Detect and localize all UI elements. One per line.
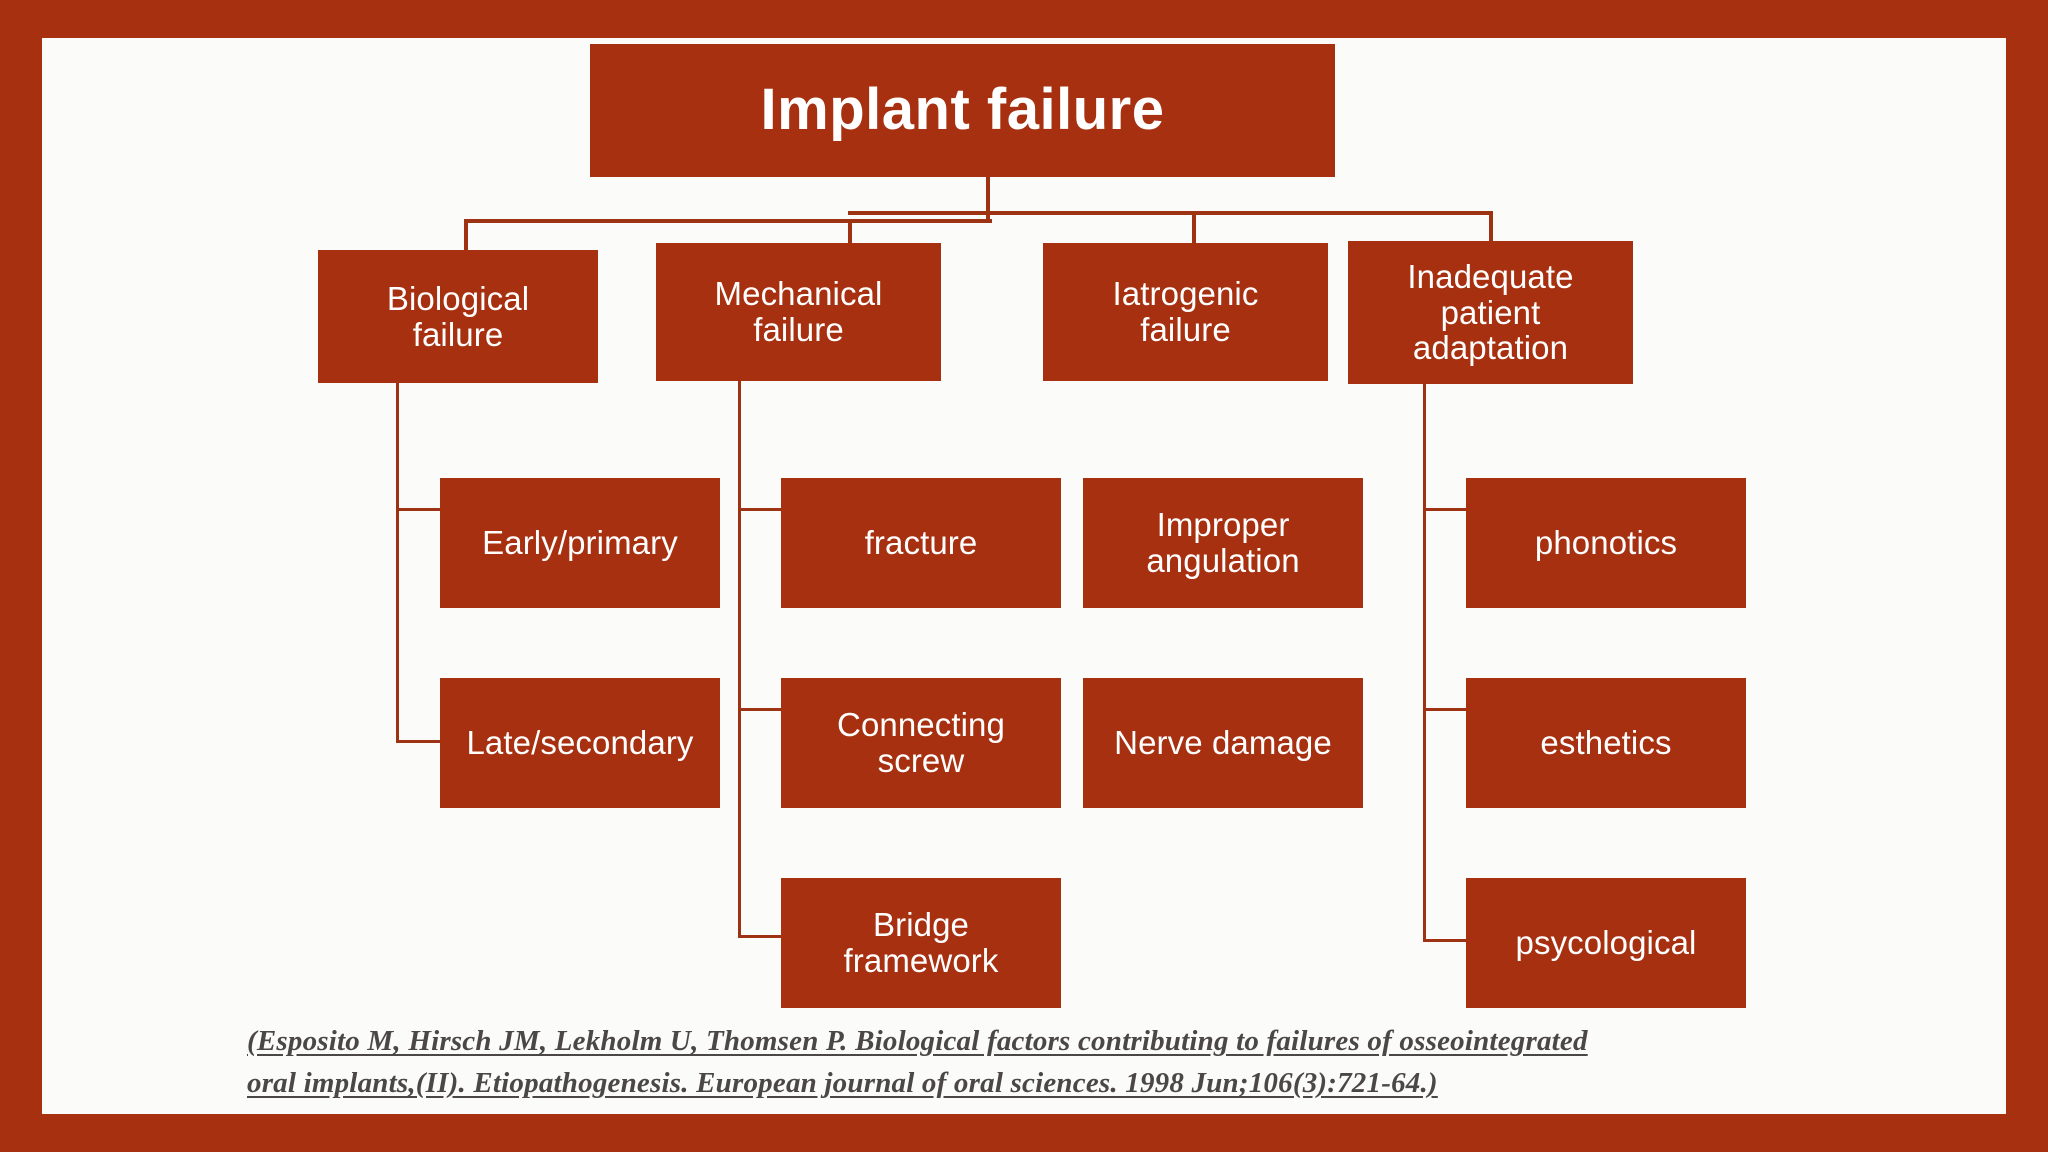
connector-root-trunk: [986, 177, 990, 223]
connector-elbow-psycological: [1423, 939, 1467, 942]
connector-elbow-connecting-screw: [738, 708, 782, 711]
node-phonotics[interactable]: phonotics: [1466, 478, 1746, 608]
node-esthetics[interactable]: esthetics: [1466, 678, 1746, 808]
node-late-secondary[interactable]: Late/secondary: [440, 678, 720, 808]
connector-elbow-esthetics: [1423, 708, 1467, 711]
node-early-primary[interactable]: Early/primary: [440, 478, 720, 608]
connector-spine-inadequate: [1423, 384, 1426, 942]
connector-elbow-bridge-framework: [738, 935, 782, 938]
connector-spine-biological: [396, 383, 399, 743]
connector-spine-mechanical: [738, 381, 741, 938]
node-biological-failure[interactable]: Biological failure: [318, 250, 598, 383]
connector-drop-mechanical: [848, 219, 852, 256]
node-mechanical-failure[interactable]: Mechanical failure: [656, 243, 941, 381]
connector-bus-right: [848, 211, 1493, 215]
connector-elbow-fracture: [738, 508, 782, 511]
citation-line-2: oral implants,(II). Etiopathogenesis. Eu…: [247, 1067, 1438, 1100]
citation-line-1: (Esposito M, Hirsch JM, Lekholm U, Thoms…: [247, 1025, 1588, 1057]
connector-elbow-phonotics: [1423, 508, 1467, 511]
node-implant-failure[interactable]: Implant failure: [590, 44, 1335, 177]
node-iatrogenic-failure[interactable]: Iatrogenic failure: [1043, 243, 1328, 381]
node-inadequate-patient-adaptation[interactable]: Inadequate patient adaptation: [1348, 241, 1633, 384]
node-connecting-screw[interactable]: Connecting screw: [781, 678, 1061, 808]
connector-drop-biological: [464, 219, 468, 256]
connector-elbow-late-secondary: [396, 740, 441, 743]
connector-bus-left: [464, 219, 992, 223]
node-psycological[interactable]: psycological: [1466, 878, 1746, 1008]
connector-drop-inadequate: [1489, 211, 1493, 256]
node-improper-angulation[interactable]: Improper angulation: [1083, 478, 1363, 608]
node-fracture[interactable]: fracture: [781, 478, 1061, 608]
node-nerve-damage[interactable]: Nerve damage: [1083, 678, 1363, 808]
connector-drop-iatrogenic: [1192, 211, 1196, 256]
citation-reference: (Esposito M, Hirsch JM, Lekholm U, Thoms…: [247, 1020, 1927, 1104]
connector-elbow-early-primary: [396, 508, 441, 511]
node-bridge-framework[interactable]: Bridge framework: [781, 878, 1061, 1008]
slide-canvas: Implant failure Biological failure Mecha…: [42, 38, 2006, 1114]
